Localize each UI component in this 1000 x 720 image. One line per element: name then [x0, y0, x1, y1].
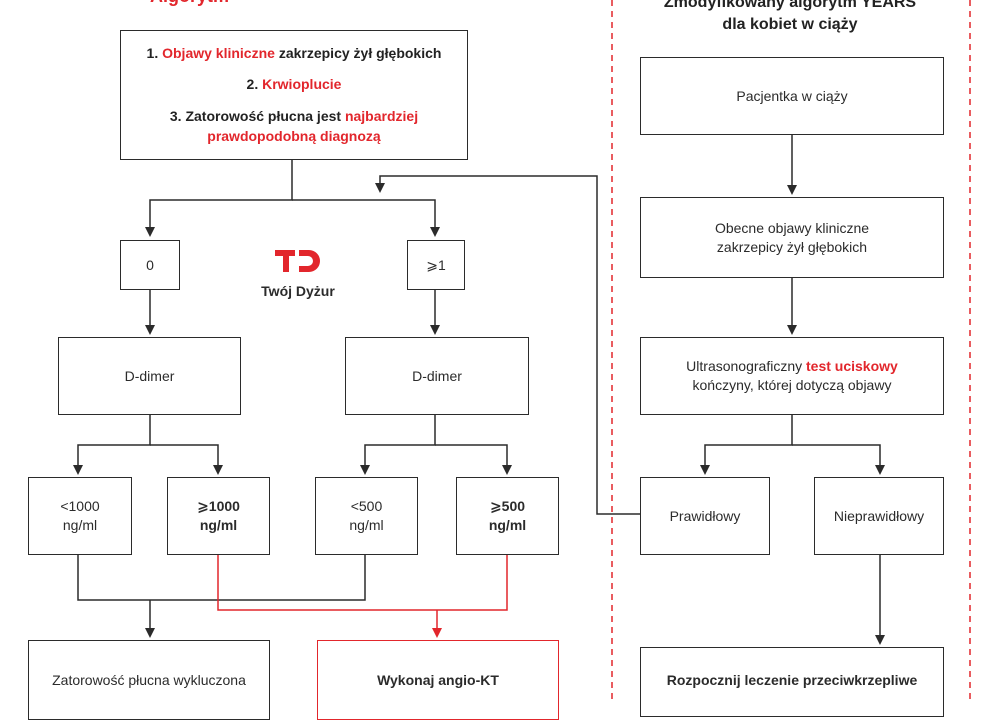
criteria-item-2: 2. Krwioplucie [246, 76, 342, 93]
connector-criteria-split [145, 160, 293, 237]
criteria-item-1: 1. Objawy kliniczne zakrzepicy żył głębo… [146, 44, 442, 61]
logo-text: Twój Dyżur [261, 283, 335, 299]
connector-positives-merge [217, 555, 508, 611]
ultrasound-box: Ultrasonograficzny test uciskowy kończyn… [640, 337, 944, 415]
right-title-line2: dla kobiet w ciąży [722, 16, 858, 33]
flowchart-connectors [73, 0, 971, 700]
connector-negatives-merge [77, 555, 366, 601]
angio-ct-box: Wykonaj angio-KT [317, 640, 559, 720]
pe-excluded-box: Zatorowość płucna wykluczona [28, 640, 270, 720]
dvt-symptoms-box: Obecne objawy kliniczne zakrzepicy żył g… [640, 197, 944, 278]
score-one-plus-box: ⩾1 [407, 240, 465, 290]
connector-ddimer-left-split [73, 415, 151, 475]
twoj-dyzur-logo: Twój Dyżur [248, 248, 348, 299]
start-treatment-box: Rozpocznij leczenie przeciwkrzepliwe [640, 647, 944, 717]
left-title-fragment: Algorytm YEARS [150, 0, 260, 8]
right-panel-title: Zmodyfikowany algorytm YEARS dla kobiet … [620, 0, 960, 36]
criteria-item-3: 3. Zatorowość płucna jest najbardziej pr… [169, 108, 419, 144]
right-title-line1: Zmodyfikowany algorytm YEARS [663, 0, 917, 11]
connector-us-split [700, 415, 793, 475]
connector-ddimer-right-split [360, 415, 436, 475]
ddimer-left-box: D-dimer [58, 337, 241, 415]
td-logo-icon [275, 250, 320, 272]
normal-result-box: Prawidłowy [640, 477, 770, 555]
pregnant-box: Pacjentka w ciąży [640, 57, 944, 135]
ddimer-right-box: D-dimer [345, 337, 529, 415]
score-zero-box: 0 [120, 240, 180, 290]
connector-normal-loop [375, 175, 640, 515]
connector-criteria-right [292, 199, 440, 237]
criteria-box: 1. Objawy kliniczne zakrzepicy żył głębo… [120, 30, 468, 160]
abnormal-result-box: Nieprawidłowy [814, 477, 944, 555]
dashed-panel-border [611, 0, 971, 700]
